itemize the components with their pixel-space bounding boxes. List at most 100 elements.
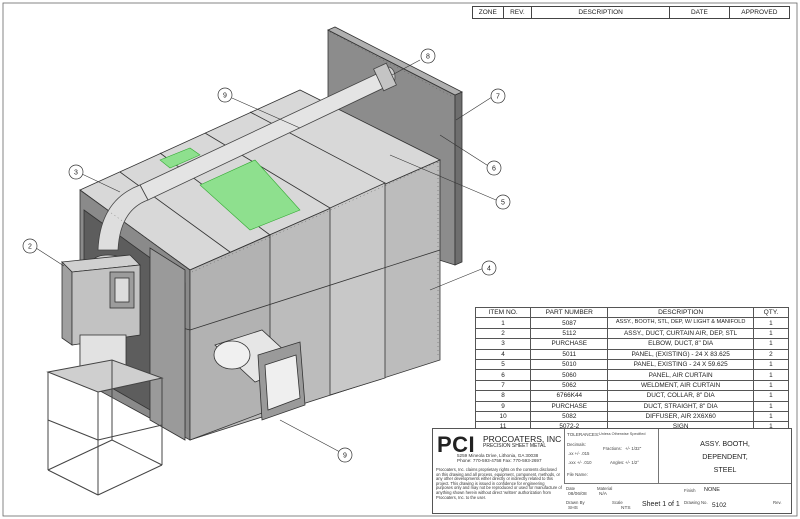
- bom-header-row: ITEM NO. PART NUMBER DESCRIPTION QTY.: [474, 306, 790, 319]
- bom-cell-qty: 1: [752, 400, 790, 412]
- drawing-title-line: STEEL: [713, 465, 737, 474]
- callout-number: 6: [492, 166, 496, 173]
- bom-cell-part: PURCHASE: [530, 400, 609, 412]
- callout-number: 7: [496, 94, 500, 101]
- callout-numbers: 8 9 7 6 5 4 3 2 9: [28, 54, 505, 460]
- front-duct-collar: [213, 329, 306, 421]
- bom-header: ITEM NO.: [474, 306, 532, 319]
- bom-cell-desc: PANEL, EXISTING - 24 X 59.625: [607, 358, 754, 371]
- bom-cell-desc: ELBOW, DUCT, 8" DIA: [607, 338, 754, 350]
- bom-header: QTY.: [752, 306, 790, 319]
- bom-cell-item: 2: [474, 327, 532, 340]
- bom-cell-desc: DUCT, STRAIGHT, 8" DIA: [607, 400, 754, 412]
- revision-header: ZONE REV. DESCRIPTION DATE APPROVED: [472, 6, 791, 19]
- drawing-no-value: 5102: [712, 502, 727, 509]
- drawn-by-label: Drawn By: [566, 500, 585, 505]
- drawing-no-label: Drawing No.: [684, 500, 708, 505]
- decimals-xx: .xx +/- .015: [568, 451, 590, 456]
- bom-cell-qty: 2: [752, 348, 790, 360]
- duct-elbow: [97, 184, 149, 251]
- scale-value: NTS: [621, 506, 631, 511]
- callout-number: 9: [223, 93, 227, 100]
- angles-label: Angles:: [610, 460, 625, 465]
- title-block: PCI PROCOATERS, INC PRECISION SHEET META…: [432, 428, 792, 514]
- callout-number: 9: [343, 453, 347, 460]
- bom-cell-item: 4: [474, 348, 532, 360]
- company-phone: Phone: 770-593-4758 Fax: 770-593-2697: [457, 458, 542, 463]
- bom-cell-desc: ASSY., BOOTH, STL, DEP, W/ LIGHT & MANIF…: [607, 317, 754, 329]
- tolerances-label: TOLERANCES:: [567, 432, 600, 437]
- company-name: PROCOATERS, INC: [483, 434, 562, 444]
- bom-cell-item: 5: [474, 358, 532, 371]
- bom-cell-qty: 1: [752, 379, 790, 392]
- callout-number: 5: [501, 200, 505, 207]
- diffuser-light: [159, 147, 301, 231]
- material-value: N/A: [599, 492, 607, 497]
- callout-9-bottom: [337, 447, 353, 463]
- bom-cell-qty: 1: [752, 410, 790, 423]
- fractions-label: Fractions:: [603, 446, 622, 451]
- bom-cell-qty: 1: [752, 358, 790, 371]
- bom-cell-part: 5062: [530, 379, 609, 392]
- bom-cell-part: 5082: [530, 410, 609, 423]
- bom-header: DESCRIPTION: [607, 306, 754, 319]
- callout-4: [481, 260, 497, 276]
- drawing-title-line: ASSY. BOOTH,: [700, 439, 750, 448]
- drawn-by-value: SHS: [568, 506, 578, 511]
- callout-balloons: [22, 48, 511, 463]
- finish-value: NONE: [704, 487, 720, 493]
- fractions-value: +/- 1/32": [625, 446, 642, 451]
- date-value: 08/06/08: [568, 492, 587, 497]
- callout-2: [22, 238, 38, 254]
- bom-cell-qty: 1: [752, 390, 790, 402]
- company-address: 5259 Mineola Drive, Lithonia, GA 30038: [457, 453, 539, 458]
- company-logo: PCI: [437, 432, 476, 457]
- bom-cell-part: 5112: [530, 327, 609, 340]
- drawing-title-line: DEPENDENT,: [702, 452, 748, 461]
- tolerances-box: TOLERANCES: Unless Otherwise Specified D…: [564, 429, 659, 483]
- material-label: Material: [597, 486, 613, 491]
- bom-cell-part: 6766K44: [530, 390, 609, 402]
- callout-number: 8: [426, 54, 430, 61]
- finish-label: Finish: [684, 488, 696, 493]
- bom-cell-item: 8: [474, 390, 532, 402]
- bom-cell-desc: DIFFUSER, AIR 2X6X60: [607, 410, 754, 423]
- bom-cell-part: 5060: [530, 369, 609, 381]
- callout-7: [490, 88, 506, 104]
- callout-8: [420, 48, 436, 64]
- rev-description-header: DESCRIPTION: [531, 6, 671, 19]
- callout-number: 3: [74, 170, 78, 177]
- rev-zone-header: ZONE: [472, 6, 504, 19]
- bom-cell-qty: 1: [752, 327, 790, 340]
- info-strip: Date 08/06/08 Material N/A Drawn By SHS …: [564, 483, 791, 514]
- callout-3: [68, 164, 84, 180]
- bom-cell-item: 9: [474, 400, 532, 412]
- bom-header: PART NUMBER: [530, 306, 609, 319]
- proprietary-disclaimer: Procoaters, Inc. claims proprietary righ…: [436, 467, 562, 500]
- bom-cell-item: 1: [474, 317, 532, 329]
- file-name-label: File Name:: [567, 472, 588, 477]
- straight-duct: [139, 62, 397, 201]
- bom-cell-qty: 1: [752, 338, 790, 350]
- bom-cell-qty: 1: [752, 369, 790, 381]
- bom-cell-desc: ASSY., DUCT, CURTAIN AIR, DEP, STL: [607, 327, 754, 340]
- callout-leaders: [35, 59, 497, 453]
- bom-cell-part: 5011: [530, 348, 609, 360]
- tolerances-note: Unless Otherwise Specified: [599, 432, 646, 436]
- bom-cell-item: 3: [474, 338, 532, 350]
- rev-label: Rev.: [773, 500, 782, 505]
- scale-label: Scale: [612, 500, 623, 505]
- bom-cell-desc: PANEL, (EXISTING) - 24 X 83.625: [607, 348, 754, 360]
- bom-cell-item: 7: [474, 379, 532, 392]
- duct-stand: [46, 359, 164, 496]
